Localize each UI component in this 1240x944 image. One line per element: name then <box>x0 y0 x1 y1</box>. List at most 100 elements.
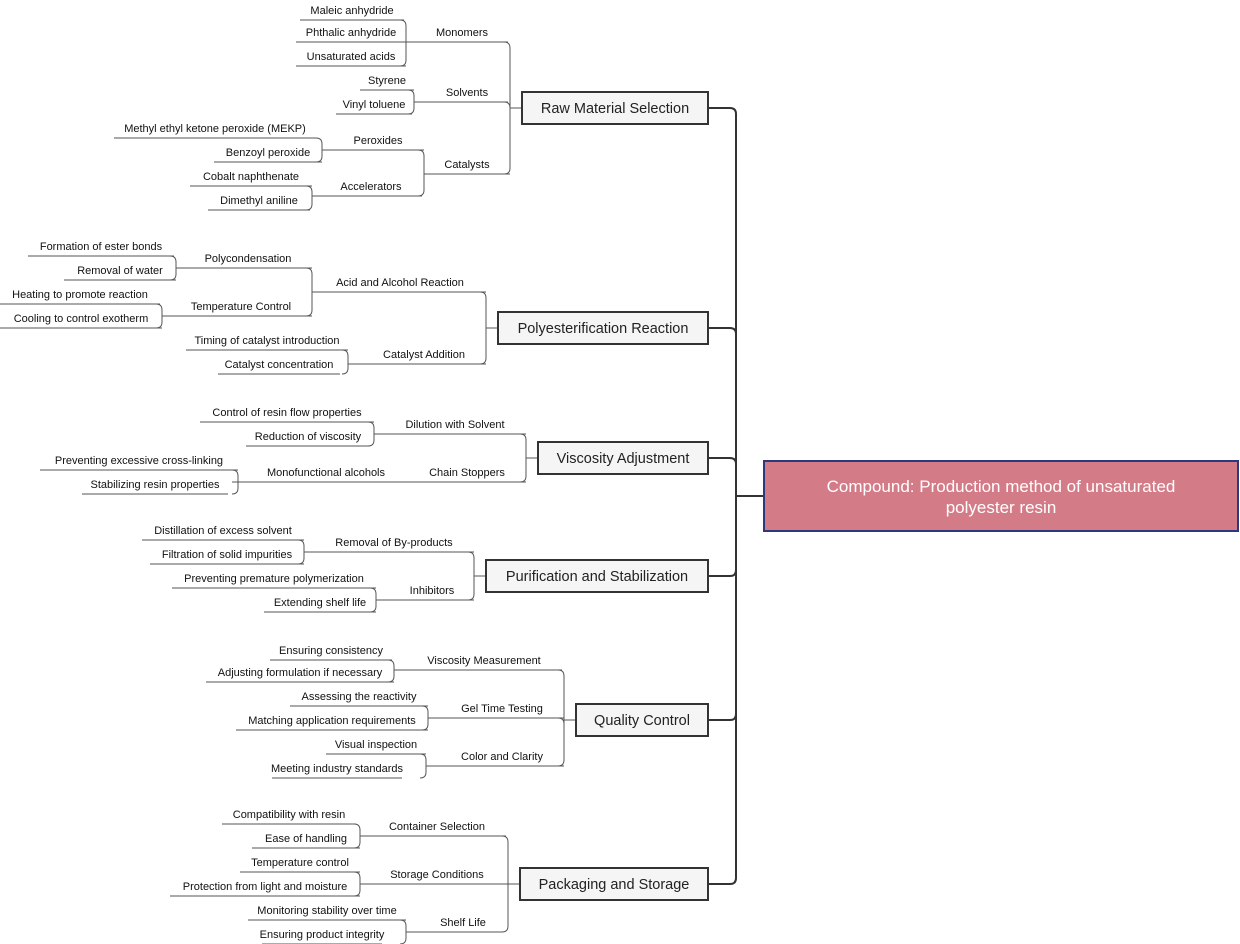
leaf-compatibility-with-resin-label: Compatibility with resin <box>233 809 345 821</box>
subtopic-polycondensation[interactable]: Polycondensation <box>184 253 312 269</box>
subtopic-shelf-life[interactable]: Shelf Life <box>424 917 502 933</box>
leaf-control-of-resin-flow-properties: Control of resin flow properties <box>200 407 374 423</box>
leaf-removal-of-water-label: Removal of water <box>77 265 163 277</box>
leaf-cooling-to-control-exotherm-label: Cooling to control exotherm <box>14 313 149 325</box>
leaf-meeting-industry-standards: Meeting industry standards <box>271 763 404 779</box>
subtopic-catalysts[interactable]: Catalysts <box>424 159 510 175</box>
connector-line <box>315 137 332 163</box>
leaf-formation-of-ester-bonds-label: Formation of ester bonds <box>40 241 163 253</box>
subtopic-catalyst-addition[interactable]: Catalyst Addition <box>362 349 486 365</box>
subtopic-accelerators[interactable]: Accelerators <box>320 181 422 197</box>
leaf-adjusting-formulation-if-necessary-label: Adjusting formulation if necessary <box>218 667 383 679</box>
leaf-stabilizing-resin-properties: Stabilizing resin properties <box>82 479 228 495</box>
subtopic-color-and-clarity[interactable]: Color and Clarity <box>440 751 564 767</box>
branch-label: Packaging and Storage <box>539 877 690 893</box>
leaf-control-of-resin-flow-properties-label: Control of resin flow properties <box>212 407 362 419</box>
leaf-reduction-of-viscosity-label: Reduction of viscosity <box>255 431 362 443</box>
branch-polyesterification-reaction[interactable]: Polyesterification Reaction <box>497 311 709 345</box>
connector-line <box>399 19 416 67</box>
leaf-phthalic-anhydride: Phthalic anhydride <box>296 27 406 43</box>
subtopic-monofunctional-alcohols-label: Monofunctional alcohols <box>267 467 386 479</box>
leaf-extending-shelf-life-label: Extending shelf life <box>274 597 366 609</box>
subtopic-removal-of-by-products-label: Removal of By-products <box>335 537 453 549</box>
leaf-preventing-excessive-cross-linking: Preventing excessive cross-linking <box>40 455 238 471</box>
leaf-removal-of-water: Removal of water <box>64 265 176 281</box>
subtopic-inhibitors[interactable]: Inhibitors <box>390 585 474 601</box>
connector-line <box>421 705 440 731</box>
root-title-line-2: polyester resin <box>946 498 1057 517</box>
leaf-ensuring-consistency-label: Ensuring consistency <box>279 645 383 657</box>
leaf-styrene-label: Styrene <box>368 75 406 87</box>
leaf-catalyst-concentration-label: Catalyst concentration <box>225 359 334 371</box>
leaf-benzoyl-peroxide: Benzoyl peroxide <box>214 147 322 163</box>
leaf-monitoring-stability-over-time-label: Monitoring stability over time <box>257 905 396 917</box>
leaf-maleic-anhydride-label: Maleic anhydride <box>310 5 393 17</box>
branch-packaging-and-storage[interactable]: Packaging and Storage <box>519 867 709 901</box>
subtopic-gel-time-testing-label: Gel Time Testing <box>461 703 543 715</box>
branch-viscosity-adjustment[interactable]: Viscosity Adjustment <box>537 441 709 475</box>
subtopic-solvents[interactable]: Solvents <box>426 87 508 103</box>
connector-line <box>467 551 486 601</box>
leaf-preventing-premature-polymerization-label: Preventing premature polymerization <box>184 573 364 585</box>
leaf-timing-of-catalyst-introduction-label: Timing of catalyst introduction <box>194 335 339 347</box>
branch-purification-and-stabilization[interactable]: Purification and Stabilization <box>485 559 709 593</box>
leaf-extending-shelf-life: Extending shelf life <box>264 597 376 613</box>
leaf-filtration-of-solid-impurities: Filtration of solid impurities <box>150 549 304 565</box>
subtopic-chain-stoppers[interactable]: Chain Stoppers <box>408 467 526 483</box>
connector-line <box>387 659 406 683</box>
connector-line <box>169 255 184 281</box>
connector-line <box>305 267 314 317</box>
connector-line <box>417 149 425 197</box>
leaf-visual-inspection-label: Visual inspection <box>335 739 417 751</box>
leaf-ease-of-handling: Ease of handling <box>252 833 360 849</box>
subtopic-accelerators-label: Accelerators <box>340 181 402 193</box>
subtopic-acid-and-alcohol-reaction-label: Acid and Alcohol Reaction <box>336 277 464 289</box>
mind-map-nodes: Raw Material Selection Monomers Maleic anh… <box>0 5 709 944</box>
leaf-vinyl-toluene-label: Vinyl toluene <box>343 99 406 111</box>
leaf-compatibility-with-resin: Compatibility with resin <box>222 809 356 825</box>
subtopic-acid-and-alcohol-reaction[interactable]: Acid and Alcohol Reaction <box>314 277 486 293</box>
branch-quality-control[interactable]: Quality Control <box>575 703 709 737</box>
trunk-connector <box>708 107 764 885</box>
connector-line <box>501 835 520 933</box>
subtopic-container-selection[interactable]: Container Selection <box>368 821 506 837</box>
connector-line <box>353 871 372 897</box>
branch-raw-material-selection[interactable]: Raw Material Selection <box>521 91 709 125</box>
leaf-temperature-control: Temperature control <box>240 857 360 873</box>
leaf-meeting-industry-standards-label: Meeting industry standards <box>271 763 404 775</box>
subtopic-monomers[interactable]: Monomers <box>416 27 508 43</box>
leaf-heating-to-promote-reaction-label: Heating to promote reaction <box>12 289 148 301</box>
subtopic-removal-of-by-products[interactable]: Removal of By-products <box>314 537 474 553</box>
subtopic-color-and-clarity-label: Color and Clarity <box>461 751 543 763</box>
leaf-styrene: Styrene <box>360 75 414 91</box>
connector-line <box>503 41 522 175</box>
branch-label: Quality Control <box>594 713 690 729</box>
leaf-dimethyl-aniline-label: Dimethyl aniline <box>220 195 298 207</box>
subtopic-peroxides[interactable]: Peroxides <box>332 135 424 151</box>
subtopic-dilution-with-solvent[interactable]: Dilution with Solvent <box>384 419 526 435</box>
subtopic-gel-time-testing[interactable]: Gel Time Testing <box>440 703 564 719</box>
subtopic-storage-conditions-label: Storage Conditions <box>390 869 484 881</box>
connector-line <box>557 669 576 767</box>
connector-line <box>367 421 384 447</box>
subtopic-polycondensation-label: Polycondensation <box>205 253 292 265</box>
connector-line <box>407 89 426 115</box>
subtopic-monofunctional-alcohols[interactable]: Monofunctional alcohols <box>232 467 420 483</box>
subtopic-temperature-control[interactable]: Temperature Control <box>170 301 312 317</box>
leaf-heating-to-promote-reaction: Heating to promote reaction <box>0 289 160 305</box>
subtopic-viscosity-measurement[interactable]: Viscosity Measurement <box>406 655 562 671</box>
subtopic-storage-conditions[interactable]: Storage Conditions <box>372 869 502 885</box>
branch-label: Raw Material Selection <box>541 101 689 117</box>
branch-box <box>519 867 709 901</box>
root-node[interactable]: Compound: Production method of unsaturat… <box>763 460 1239 532</box>
connector-line <box>419 753 440 779</box>
root-title-line-1: Compound: Production method of unsaturat… <box>827 477 1176 496</box>
leaf-benzoyl-peroxide-label: Benzoyl peroxide <box>226 147 310 159</box>
branch-box <box>537 441 709 475</box>
connector-line <box>353 823 368 849</box>
connector-line <box>297 539 314 565</box>
leaf-matching-application-requirements: Matching application requirements <box>236 715 428 731</box>
subtopic-inhibitors-label: Inhibitors <box>410 585 455 597</box>
subtopic-temperature-control-label: Temperature Control <box>191 301 291 313</box>
